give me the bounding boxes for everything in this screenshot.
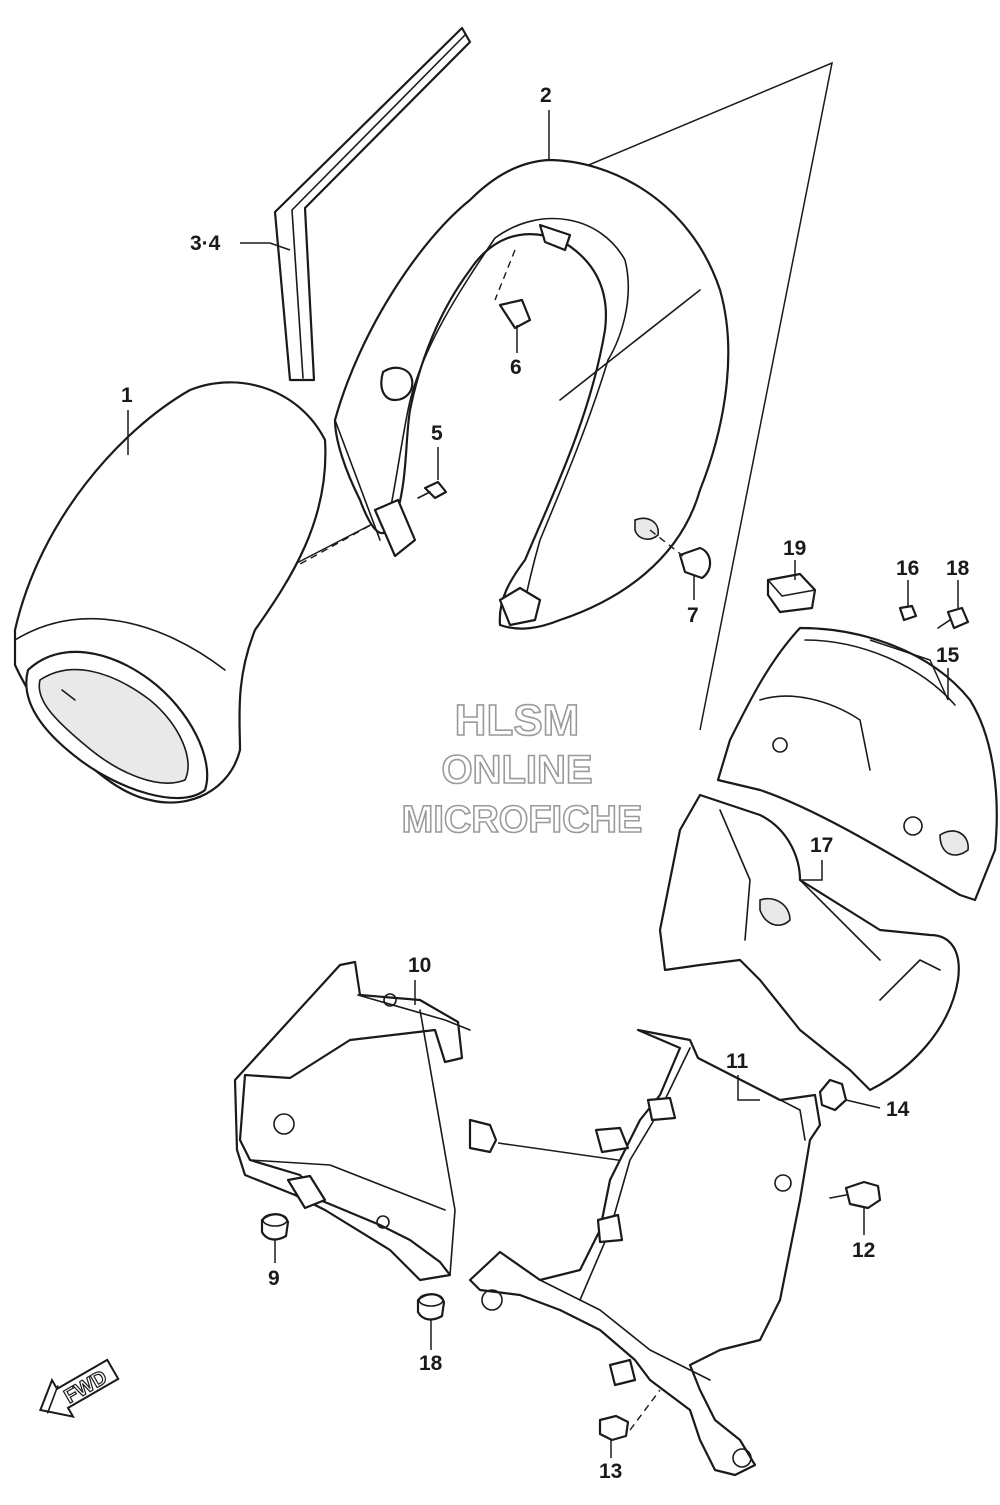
callout-9: 10 (408, 954, 431, 977)
callout-14: 15 (936, 644, 960, 667)
watermark-line-2: ONLINE (441, 748, 592, 792)
callout-7: 7 (687, 604, 699, 627)
callout-12: 13 (599, 1460, 622, 1483)
screw-part-18[interactable] (937, 606, 970, 630)
callout-18: 18 (946, 557, 970, 580)
nut-part-13[interactable] (818, 1078, 848, 1112)
callout-15: 16 (896, 557, 919, 580)
callout-labels: 2 3·4 1 5 6 7 19 16 18 15 17 10 11 14 12… (121, 84, 970, 1483)
bracket-part-10[interactable] (468, 1028, 822, 1477)
grommet-part-8[interactable] (260, 1213, 290, 1241)
bracket-part-9[interactable] (233, 960, 498, 1282)
mirror-housing-part[interactable] (13, 381, 327, 804)
watermark: HLSM ONLINE MICROFICHE (401, 695, 643, 842)
watermark-line-1: HLSM (455, 696, 580, 745)
callout-1: 1 (121, 384, 133, 407)
bolt-part-11[interactable] (829, 1180, 882, 1210)
callout-leaders (127, 110, 959, 1458)
inner-panel-part-14[interactable] (716, 626, 998, 902)
rivet-part-7[interactable] (649, 529, 712, 580)
callout-11: 12 (852, 1239, 875, 1262)
pad-part-19[interactable] (766, 572, 817, 614)
lower-cover-part-16[interactable] (658, 793, 960, 1092)
grommet-part-17[interactable] (416, 1293, 446, 1321)
callout-3-4: 3·4 (190, 232, 221, 255)
callout-8: 9 (268, 1267, 280, 1290)
callout-5: 5 (431, 422, 443, 445)
screw-part-5[interactable] (417, 480, 448, 500)
fwd-arrow-icon: FWD (38, 1358, 120, 1418)
watermark-line-3: MICROFICHE (402, 799, 643, 841)
callout-13: 14 (886, 1098, 910, 1121)
bolt-part-12[interactable] (598, 1389, 661, 1442)
callout-2: 2 (540, 84, 552, 107)
callout-16: 17 (810, 834, 833, 857)
front-cowl-part[interactable] (333, 158, 730, 630)
callout-10: 11 (726, 1050, 749, 1073)
screw-part-15[interactable] (898, 604, 918, 622)
callout-19: 19 (783, 537, 806, 560)
clip-part-6[interactable] (494, 249, 532, 330)
callout-17: 18 (419, 1352, 443, 1375)
moulding-strip-part[interactable] (273, 26, 472, 382)
callout-6: 6 (510, 356, 522, 379)
